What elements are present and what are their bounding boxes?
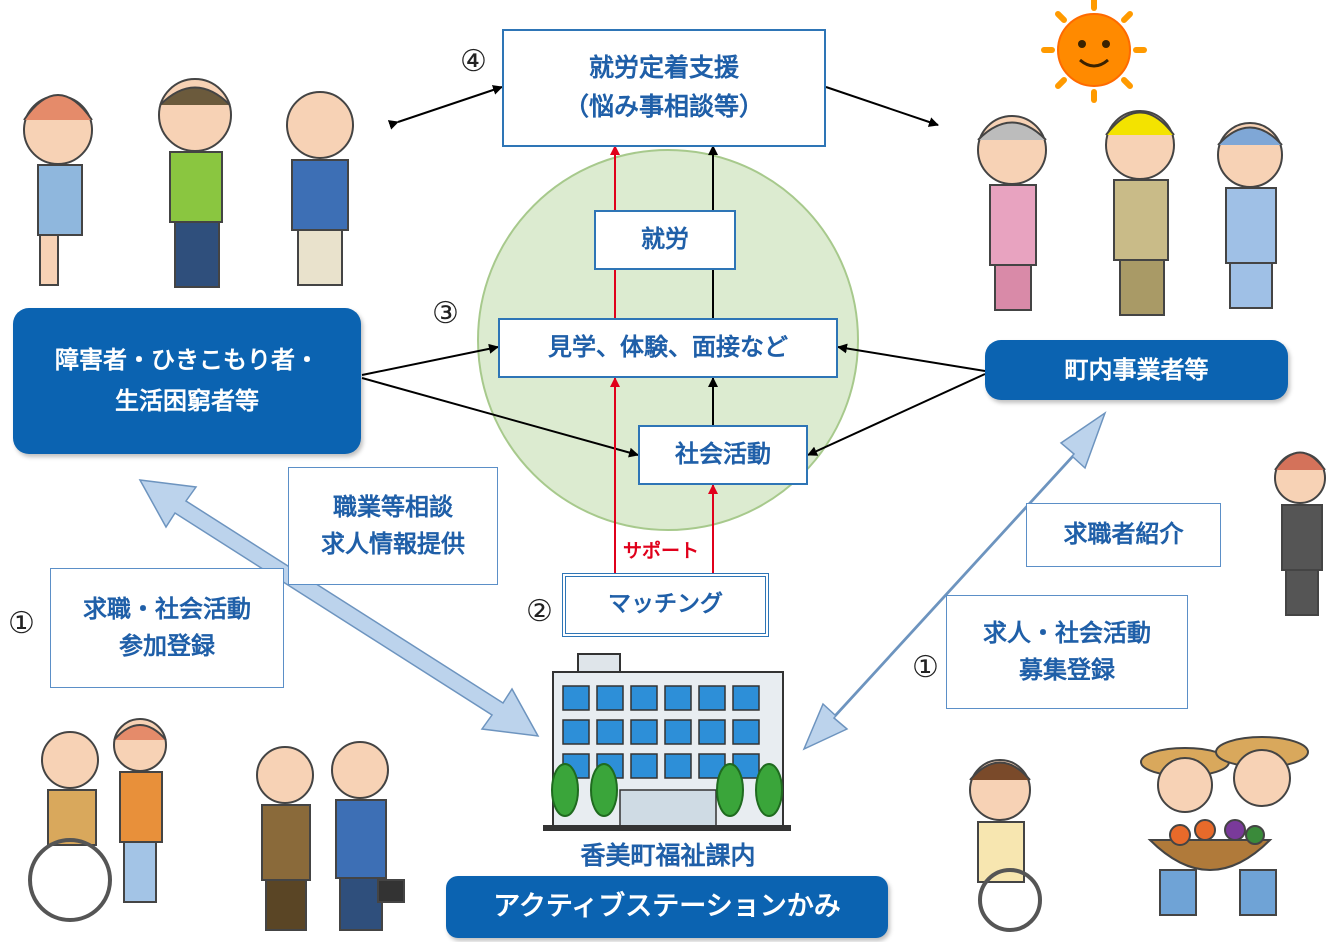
building-window: [596, 719, 624, 745]
register-left-line1: 求職・社会活動: [83, 594, 251, 623]
step-number-4: ④: [460, 44, 487, 79]
introduce-label: 求職者紹介: [1063, 520, 1184, 549]
register-left-line2: 参加登録: [119, 632, 215, 660]
building-window: [562, 685, 590, 711]
building-window: [630, 753, 658, 779]
center-location: 香美町福祉課内: [580, 841, 756, 870]
arrow-left-to-trial: [361, 343, 499, 376]
building-icon: [543, 653, 791, 831]
social-activity-label: 社会活動: [675, 440, 771, 469]
building-window: [664, 719, 692, 745]
trial-label: 見学、体験、面接など: [548, 333, 788, 362]
center-name-box: アクティブステーションかみ: [446, 876, 888, 938]
step-number-1-right: ①: [912, 650, 939, 685]
support-title: 就労定着支援: [588, 53, 739, 83]
arrow-right-to-support: [815, 79, 939, 127]
consult-line2: 求人情報提供: [321, 530, 465, 558]
left-group-line2: 生活困窮者等: [115, 387, 259, 415]
social-activity-box: 社会活動: [638, 425, 808, 485]
arrow-right-to-trial: [837, 343, 986, 372]
consult-box: 職業等相談 求人情報提供: [288, 467, 498, 585]
building-window: [630, 719, 658, 745]
trial-box: 見学、体験、面接など: [498, 318, 838, 378]
building-window: [664, 753, 692, 779]
arrow-left-to-support: [387, 85, 503, 130]
building-window: [732, 685, 760, 711]
double-arrow-right: [802, 411, 1107, 751]
support-subtitle: （悩み事相談等）: [563, 92, 764, 121]
register-right-line1: 求人・社会活動: [983, 618, 1151, 647]
left-group-box: 障害者・ひきこもり者・ 生活困窮者等: [13, 308, 361, 454]
support-box: 就労定着支援 （悩み事相談等）: [502, 29, 826, 147]
arrow-left-to-social: [361, 377, 639, 458]
double-arrow-left: [138, 479, 540, 737]
building-window: [698, 685, 726, 711]
register-left-box: 求職・社会活動 参加登録: [50, 568, 284, 688]
right-group-box: 町内事業者等: [985, 340, 1288, 400]
building-window: [732, 719, 760, 745]
register-right-line2: 募集登録: [1019, 656, 1115, 684]
arrow-right-to-social: [807, 373, 986, 456]
employment-box: 就労: [594, 210, 736, 270]
people-illustration-icon: [23, 78, 1326, 932]
employment-label: 就労: [641, 225, 689, 254]
matching-box: マッチング: [562, 573, 769, 637]
consult-line1: 職業等相談: [333, 492, 453, 521]
sun-icon: [1041, 0, 1147, 103]
register-right-box: 求人・社会活動 募集登録: [946, 595, 1188, 709]
step-number-2: ②: [526, 594, 553, 629]
introduce-box: 求職者紹介: [1026, 503, 1221, 567]
building-window: [630, 685, 658, 711]
support-label: サポート: [620, 536, 703, 563]
step-number-3: ③: [432, 296, 459, 331]
right-group-label: 町内事業者等: [1064, 355, 1209, 384]
building-window: [596, 685, 624, 711]
building-window: [698, 719, 726, 745]
left-group-line1: 障害者・ひきこもり者・: [55, 346, 319, 375]
matching-label: マッチング: [608, 591, 723, 618]
building-window: [664, 685, 692, 711]
center-name: アクティブステーションかみ: [493, 891, 841, 923]
building-window: [562, 719, 590, 745]
step-number-1-left: ①: [8, 606, 35, 641]
